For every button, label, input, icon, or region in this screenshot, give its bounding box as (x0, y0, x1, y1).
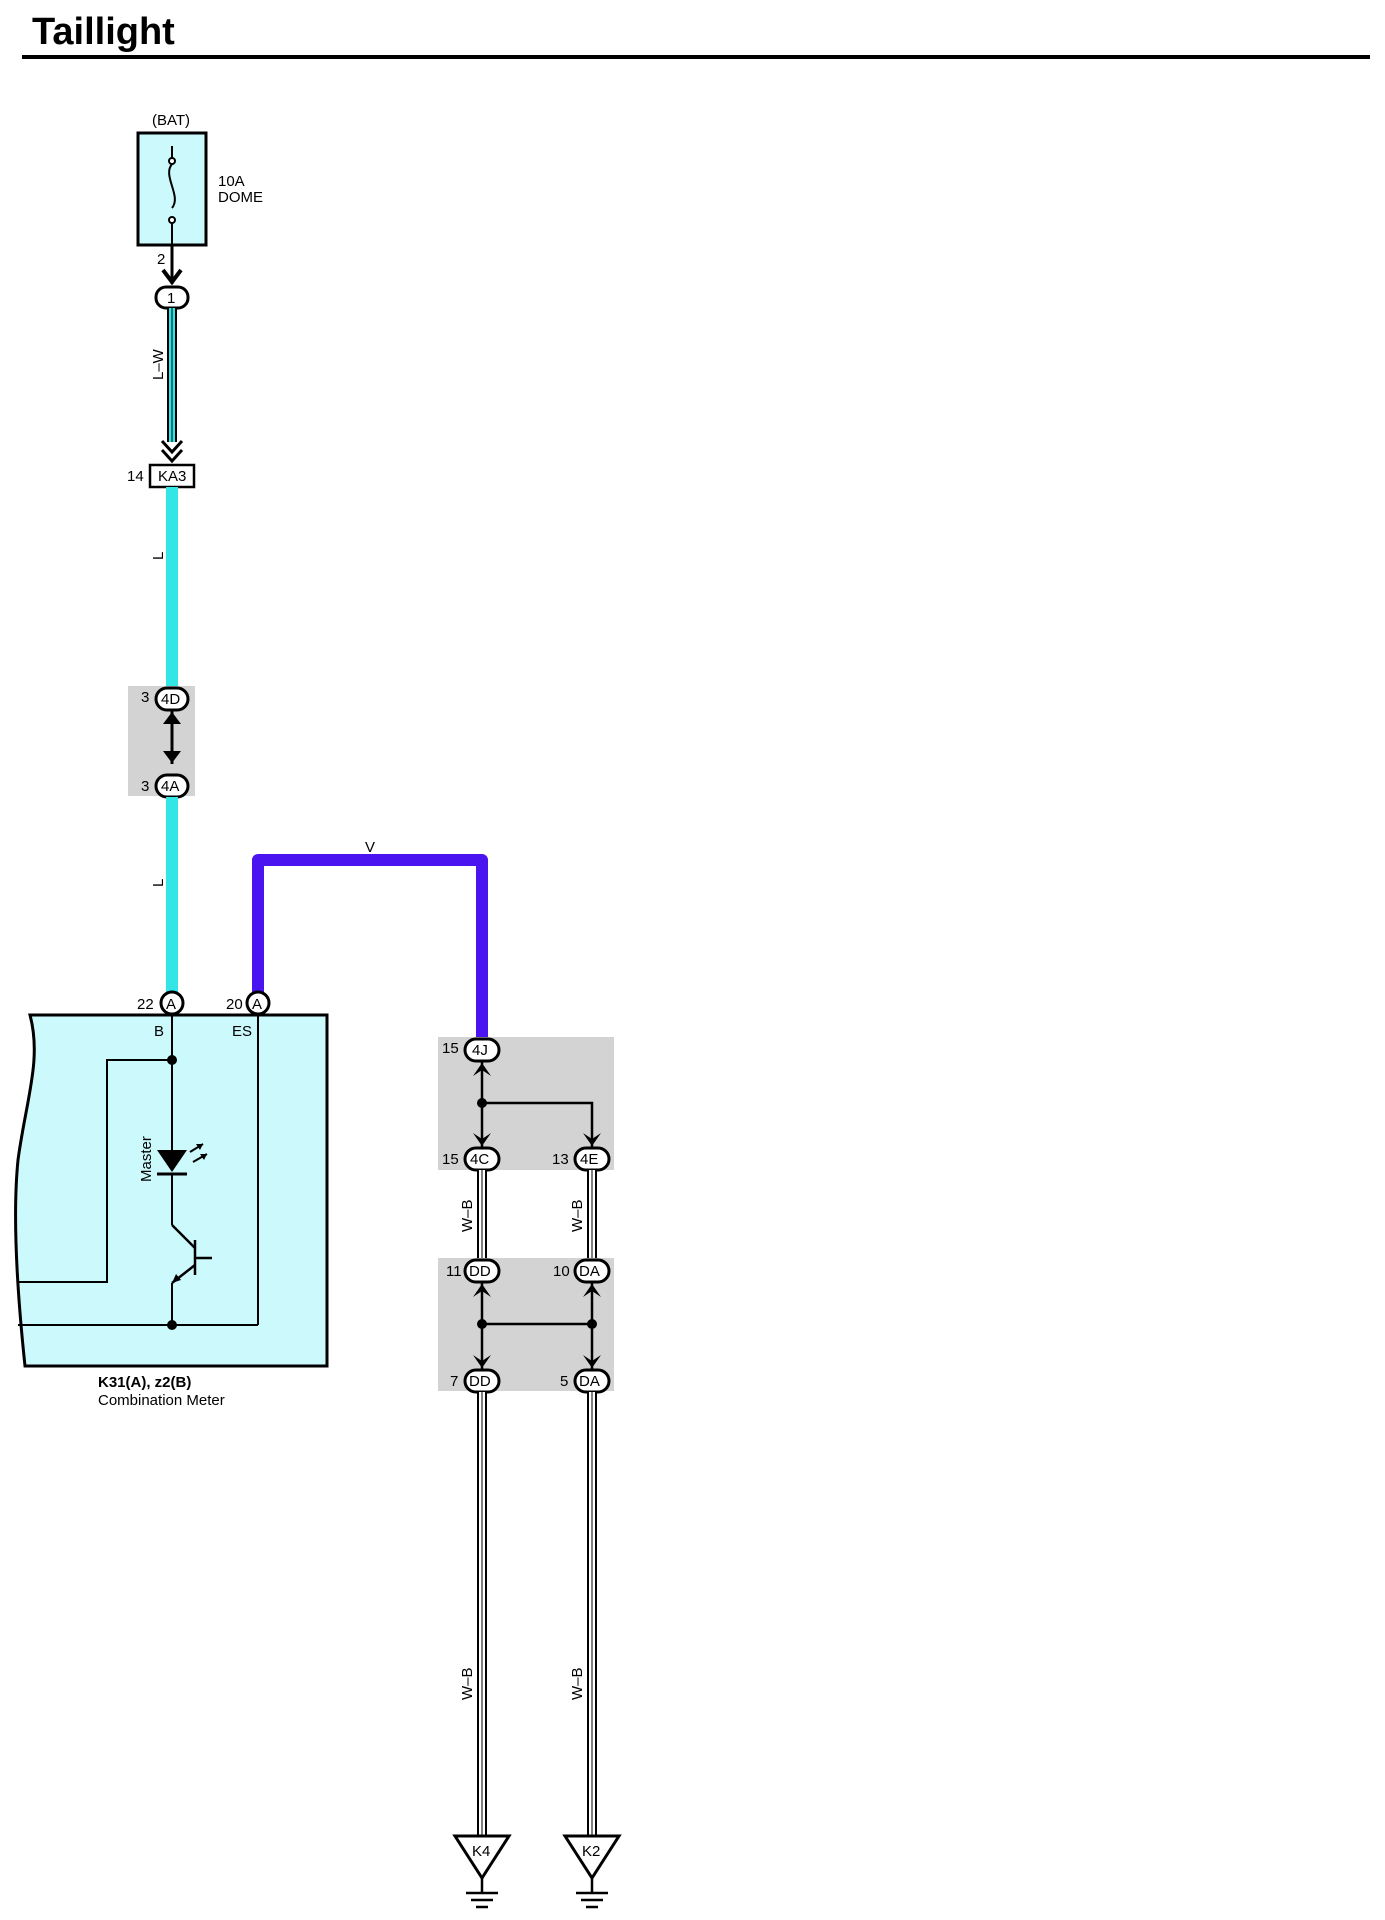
ka3-pin: 14 (127, 468, 144, 485)
wire-wb3-label: W–B (459, 1667, 476, 1700)
wire-l-lower-label: L (150, 879, 167, 887)
meter-code: K31(A), z2(B) (98, 1374, 191, 1391)
arrow-icon (172, 1274, 181, 1283)
4j-pin: 15 (442, 1040, 459, 1057)
fuse-name: DOME (218, 189, 263, 206)
fuse-source-label: (BAT) (152, 112, 190, 129)
meter-term-es: ES (232, 1023, 252, 1040)
wire-wb2-label: W–B (569, 1199, 586, 1232)
junction-dot (477, 1098, 487, 1108)
wire-v (252, 854, 488, 1037)
4j-label: 4J (472, 1042, 488, 1059)
arrow-up-icon (163, 712, 181, 724)
4d-label: 4D (161, 691, 180, 708)
4a-pin: 3 (141, 778, 149, 795)
4a-label: 4A (161, 778, 179, 795)
fuse-rating: 10A (218, 173, 245, 190)
wire-l-upper-label: L (150, 552, 167, 560)
da-bot-label: DA (579, 1373, 600, 1390)
junction-dot (587, 1319, 597, 1329)
ground-k2 (562, 1834, 622, 1909)
arrow-down-icon (163, 751, 181, 763)
da-top-label: DA (579, 1263, 600, 1280)
ground-k4-label: K4 (472, 1843, 490, 1860)
page-title: Taillight (32, 11, 175, 53)
wire-wb1-label: W–B (459, 1199, 476, 1232)
wire-wb4-label: W–B (569, 1667, 586, 1700)
meter-es-code: A (252, 996, 262, 1013)
arrow-up-icon (583, 1284, 601, 1297)
meter-name: Combination Meter (98, 1392, 225, 1409)
meter-internal-circuit (18, 1014, 259, 1326)
da-top-pin: 10 (553, 1263, 570, 1280)
connector-1-label: 1 (167, 290, 175, 307)
arrow-up-icon (473, 1284, 491, 1297)
dd-bot-label: DD (469, 1373, 491, 1390)
arrow-down-icon (473, 1355, 491, 1368)
meter-es-pin: 20 (226, 996, 243, 1013)
4d-pin: 3 (141, 689, 149, 706)
arrow-up-icon (473, 1063, 491, 1076)
dd-bot-pin: 7 (450, 1373, 458, 1390)
4c-pin: 15 (442, 1151, 459, 1168)
dd-top-pin: 11 (446, 1263, 462, 1280)
ground-k2-label: K2 (582, 1843, 600, 1860)
meter-b-pin: 22 (137, 996, 154, 1013)
ka3-label: KA3 (158, 468, 186, 485)
arrow-icon (161, 268, 183, 286)
junction-dot (167, 1320, 177, 1330)
junction-dot (477, 1319, 487, 1329)
chevron-down-icon (160, 439, 184, 464)
led-icon (157, 1143, 208, 1176)
wire-v-label: V (365, 839, 375, 856)
ground-k4 (452, 1834, 512, 1909)
4e-label: 4E (580, 1151, 598, 1168)
arrow-down-icon (583, 1355, 601, 1368)
arrow-down-icon (473, 1133, 491, 1146)
fuse-pin: 2 (157, 251, 165, 268)
meter-b-code: A (166, 996, 176, 1013)
4c-label: 4C (470, 1151, 489, 1168)
dd-top-label: DD (469, 1263, 491, 1280)
junction-dot (167, 1055, 177, 1065)
led-label: Master (138, 1136, 155, 1182)
wire-lw-label: L–W (150, 348, 167, 380)
4e-pin: 13 (552, 1151, 569, 1168)
fuse-icon (168, 146, 176, 245)
da-bot-pin: 5 (560, 1373, 568, 1390)
meter-term-b: B (154, 1023, 164, 1040)
arrow-down-icon (583, 1133, 601, 1146)
